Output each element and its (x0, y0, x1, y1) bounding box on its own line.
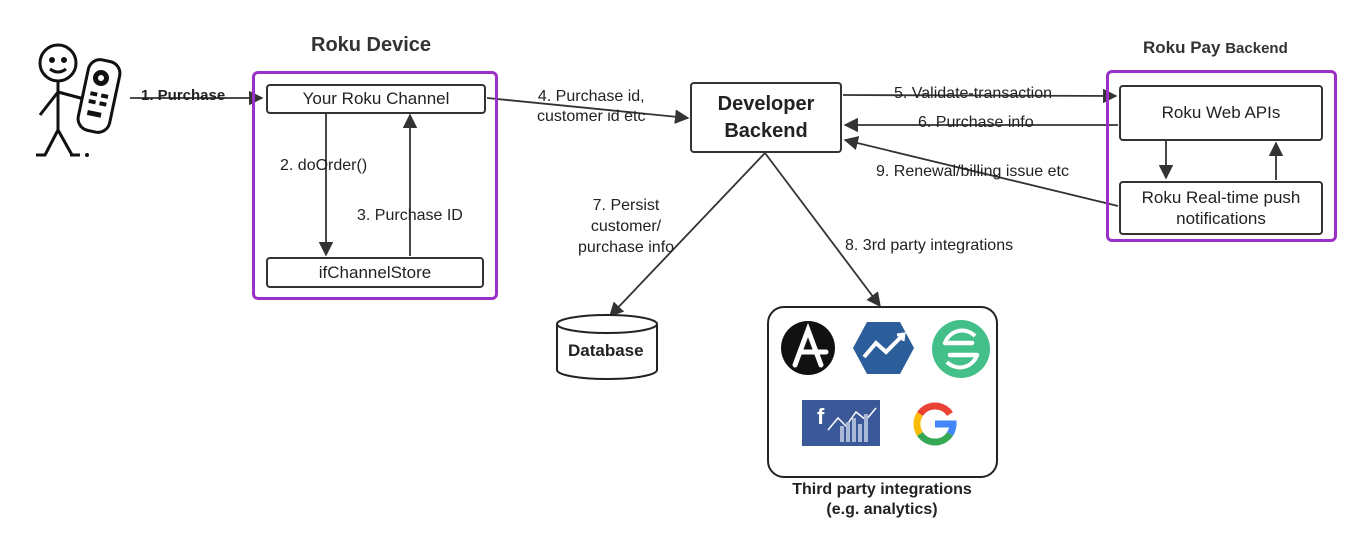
arrow-step-4 (486, 97, 690, 124)
push-line-2: notifications (1176, 209, 1266, 228)
roku-device-title: Roku Device (311, 34, 432, 56)
third-party-caption: Third party integrations (e.g. analytics… (782, 480, 982, 520)
user-stick-figure-icon (36, 43, 89, 157)
amplitude-logo-icon (781, 321, 835, 375)
developer-backend-line-2: Backend (724, 119, 808, 142)
step-7-line-2: customer/ (590, 218, 662, 235)
mixpanel-logo-icon (853, 322, 914, 374)
arrow-step-9 (843, 136, 1119, 207)
step-7-line-1: 7. Persist (592, 197, 660, 214)
step-7-line-3: purchase info (577, 239, 675, 256)
developer-backend-line-1: Developer (717, 92, 815, 115)
arrow-step-7 (609, 152, 766, 318)
roku-pay-backend-title: Roku Pay Backend (1143, 38, 1288, 58)
database-label: Database (568, 341, 644, 360)
roku-pay-title-part1: Roku Pay (1143, 38, 1226, 57)
step-6-label: 6. Purchase info (918, 114, 1034, 131)
ifchannelstore-box: ifChannelStore (266, 257, 484, 288)
remote-control-icon (76, 58, 122, 134)
roku-pay-container (1106, 70, 1337, 242)
step-2-label: 2. doOrder() (280, 157, 368, 174)
step-5-label: 5. Validate-transaction (894, 85, 1053, 102)
developer-backend-box: Developer Backend (690, 82, 842, 153)
roku-push-notifications-box: Roku Real-time push notifications (1119, 181, 1323, 235)
arrow-step-5 (842, 88, 1118, 104)
facebook-analytics-logo-icon (802, 400, 880, 446)
segment-logo-icon (932, 320, 990, 378)
step-4-label: 4. Purchase id, customer id etc (537, 87, 645, 127)
third-party-caption-line-2: (e.g. analytics) (826, 501, 938, 518)
arrow-step-8 (764, 152, 881, 308)
your-roku-channel-box: Your Roku Channel (266, 84, 486, 114)
roku-web-apis-box: Roku Web APIs (1119, 85, 1323, 141)
step-3-label: 3. Purchase ID (357, 207, 463, 224)
roku-device-container (252, 71, 498, 300)
step-7-label: 7. Persist customer/ purchase info (571, 195, 681, 258)
step-4-line-1: 4. Purchase id, (537, 88, 645, 105)
step-4-line-2: customer id etc (537, 108, 646, 125)
roku-pay-title-part2: Backend (1225, 40, 1288, 57)
step-1-label: 1. Purchase (141, 87, 226, 104)
database-cylinder-icon (556, 314, 658, 380)
facebook-letter: f (817, 404, 825, 429)
third-party-caption-line-1: Third party integrations (792, 481, 972, 498)
step-9-label: 9. Renewal/billing issue etc (876, 163, 1069, 180)
push-line-1: Roku Real-time push (1141, 188, 1301, 207)
step-8-label: 8. 3rd party integrations (845, 237, 1014, 254)
google-logo-icon (913, 402, 957, 446)
